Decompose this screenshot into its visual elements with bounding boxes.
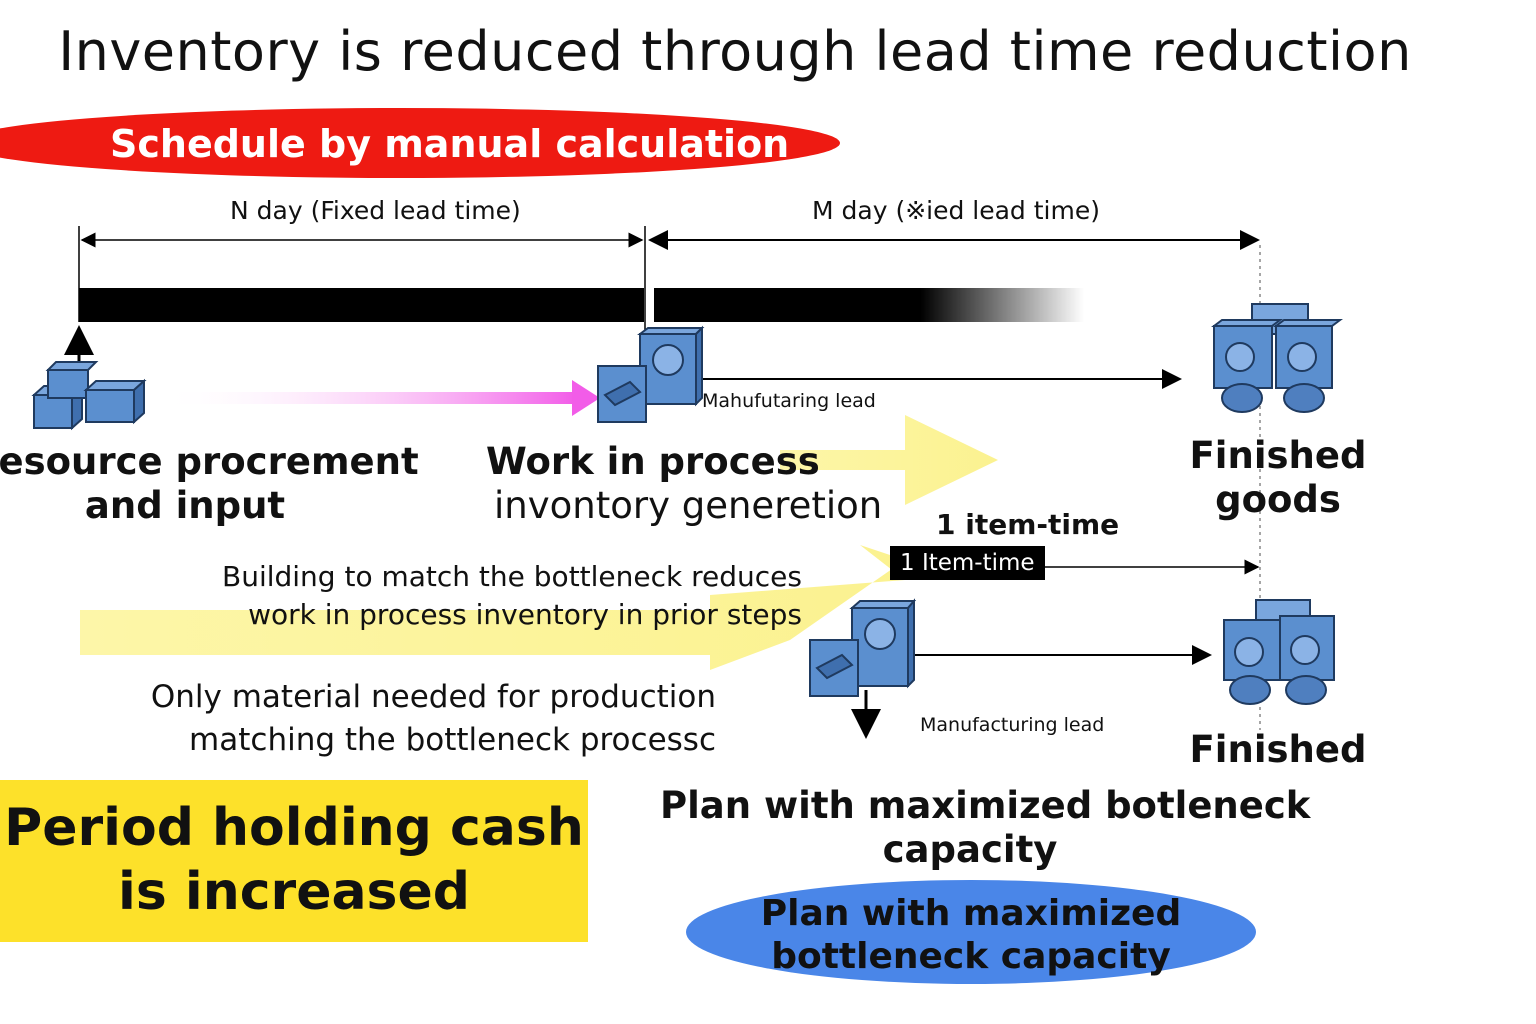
material-note: Only material needed for production matc… xyxy=(120,676,716,762)
bottleneck-note-line1: Building to match the bottleneck reduces xyxy=(221,560,802,593)
item-time-header: 1 item-time xyxy=(936,508,1120,541)
yellow-arrow-bottom xyxy=(80,545,905,670)
resource-label-line1: Resource procrement xyxy=(0,440,419,483)
plan-oval-line1: Plan with maximized xyxy=(760,893,1182,934)
plan-oval-text: Plan with maximized bottleneck capacity xyxy=(686,892,1256,978)
resource-label-line2: and input xyxy=(84,484,286,527)
plan-label: Plan with maximized botleneck capacity xyxy=(660,784,1311,872)
wip-label-line2: invontory generetion xyxy=(494,484,883,527)
page-title: Inventory is reduced through lead time r… xyxy=(58,20,1412,83)
wip-label-line1: Work in process xyxy=(486,440,820,483)
schedule-oval-label: Schedule by manual calculation xyxy=(110,122,790,166)
finished-goods-icon-bottom xyxy=(1223,599,1335,705)
bottleneck-note-line2: work in process inventory in prior steps xyxy=(248,598,802,631)
finished-goods-icon xyxy=(1211,303,1343,413)
bottom-lead-label: Manufacturing lead xyxy=(920,714,1105,736)
finished-top-line1: Finished xyxy=(1189,434,1367,477)
plan-oval-line2: bottleneck capacity xyxy=(771,936,1171,977)
material-note-line1: Only material needed for production xyxy=(150,679,716,715)
boxes-icon xyxy=(31,361,147,431)
pink-flow-bar xyxy=(160,392,575,404)
finished-bottom-label: Finished xyxy=(1189,728,1367,771)
m-day-bar xyxy=(654,288,1084,322)
plan-label-line1: Plan with maximized botleneck xyxy=(660,784,1311,827)
holding-cash-box: Period holding cash is increased xyxy=(0,780,588,942)
top-lead-label: Mahufutaring lead xyxy=(702,390,876,412)
finished-top-line2: goods xyxy=(1215,478,1341,521)
resource-label: Resource procrement and input xyxy=(0,440,419,528)
yellow-arrow-top xyxy=(780,415,998,505)
pink-flow-arrowhead xyxy=(572,380,600,416)
holding-cash-text: Period holding cash is increased xyxy=(0,796,588,924)
machine-icon-bottom xyxy=(809,598,917,697)
schedule-oval: Schedule by manual calculation xyxy=(0,108,840,178)
item-time-tag: 1 Item-time xyxy=(890,546,1045,580)
machine-icon xyxy=(597,325,705,423)
bottleneck-note: Building to match the bottleneck reduces… xyxy=(200,558,802,634)
m-day-label: M day (※ied lead time) xyxy=(812,196,1100,225)
finished-top-label: Finished goods xyxy=(1178,434,1378,522)
wip-label: Work in process invontory generetion xyxy=(486,440,886,528)
material-note-line2: matching the bottleneck processc xyxy=(189,722,716,758)
plan-label-line2: capacity xyxy=(882,828,1058,871)
holding-cash-line2: is increased xyxy=(118,862,470,922)
n-day-label: N day (Fixed lead time) xyxy=(230,196,521,225)
n-day-bar xyxy=(79,288,644,322)
holding-cash-line1: Period holding cash xyxy=(4,798,584,858)
plan-oval: Plan with maximized bottleneck capacity xyxy=(686,880,1256,984)
